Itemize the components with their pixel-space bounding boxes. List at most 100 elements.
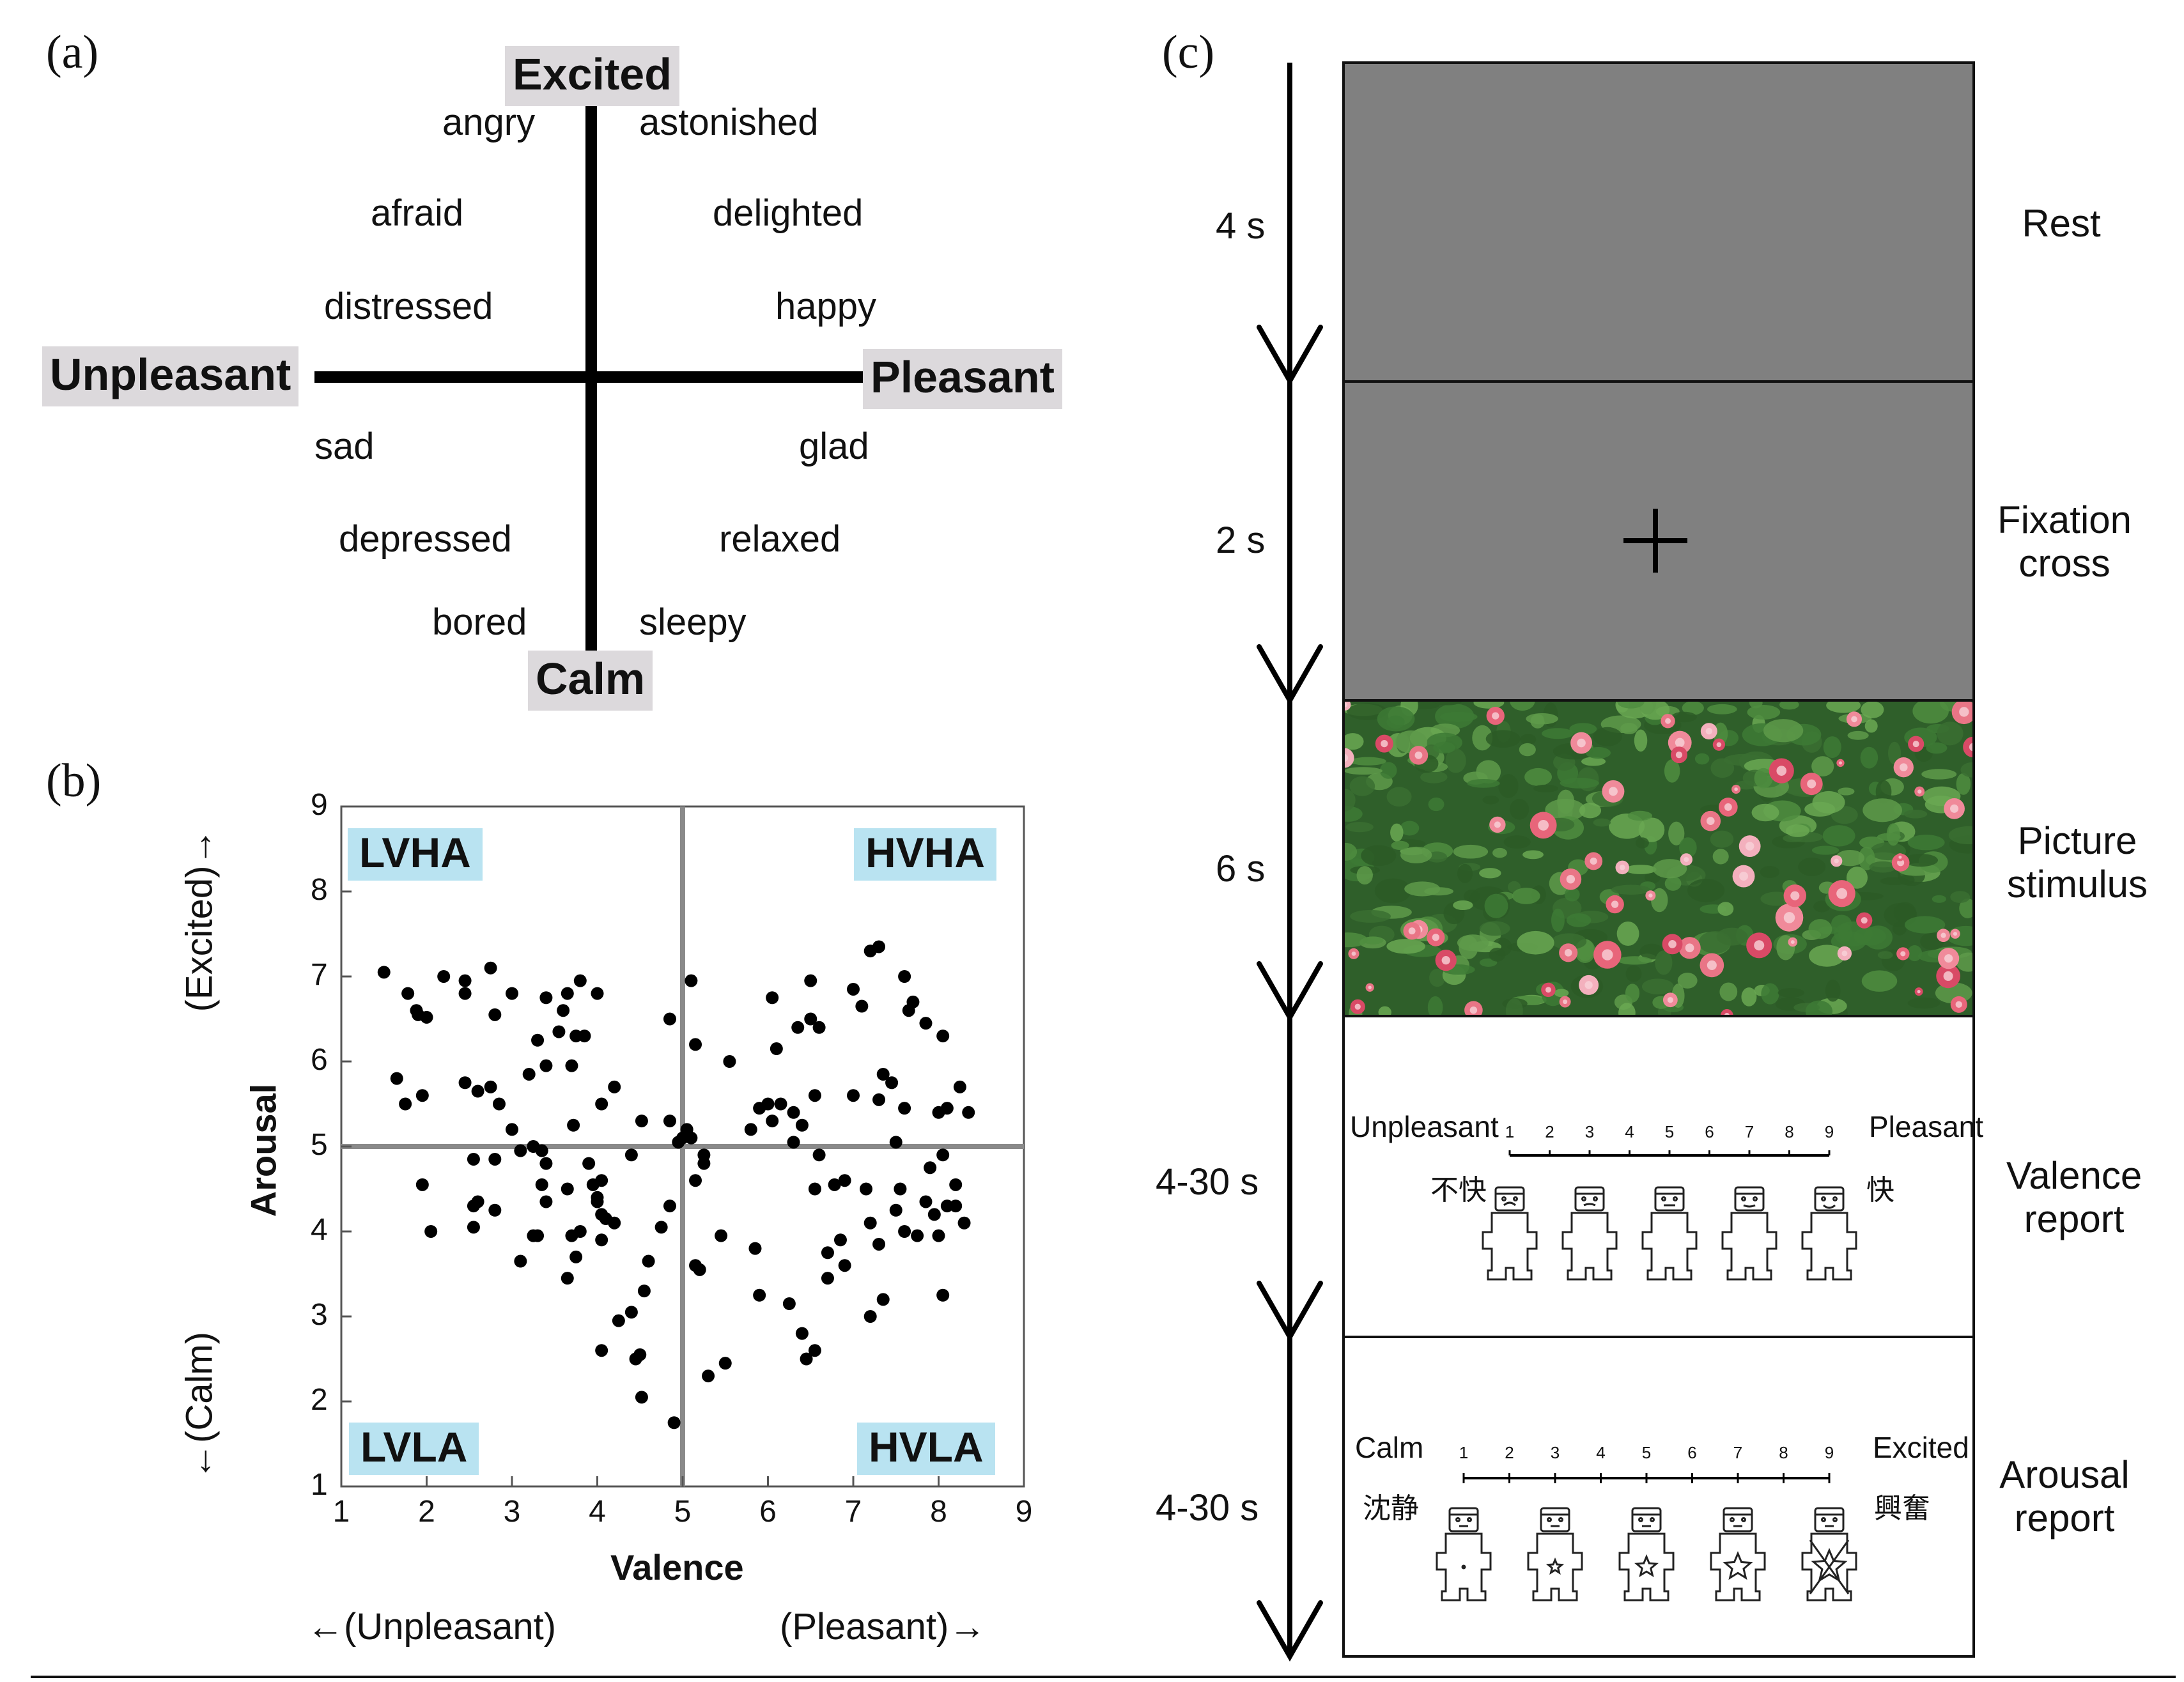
leaf [1751, 803, 1779, 822]
leaf [1655, 950, 1673, 975]
data-point [522, 1067, 536, 1081]
data-point [744, 1123, 757, 1136]
valence-unpleasant-cjk: 不快 [1430, 1175, 1487, 1206]
data-point [962, 1106, 975, 1119]
leaf [1445, 748, 1466, 773]
leaf [1687, 879, 1725, 902]
data-point [415, 1178, 429, 1191]
data-point [872, 1093, 886, 1106]
leaf [1551, 933, 1587, 950]
quadrant-hvha: HVHA [854, 828, 997, 881]
data-point [953, 1080, 966, 1093]
valence-pleasant-label: Pleasant [1869, 1110, 1984, 1143]
rose-center [1900, 951, 1906, 957]
leaf [1822, 825, 1855, 847]
leaf [1877, 833, 1901, 841]
data-point [591, 987, 604, 1000]
leaf [1847, 730, 1869, 740]
sam-manikin [1527, 1507, 1583, 1601]
leaf [1694, 753, 1710, 765]
leaf [1877, 951, 1893, 959]
rose-center [1611, 900, 1619, 908]
data-point [872, 940, 886, 953]
rose-center [1668, 939, 1677, 948]
x-tick-label: 5 [674, 1495, 692, 1529]
rose-center [1959, 707, 1969, 717]
stage-rest: Rest [2022, 202, 2101, 245]
valence-pleasant-cjk: 快 [1866, 1175, 1894, 1206]
picture-duration: 6 s [1216, 848, 1266, 890]
arousal-duration: 4-30 s [1156, 1487, 1259, 1529]
data-point [535, 1178, 548, 1191]
data-point [949, 1200, 963, 1213]
leaf [1386, 939, 1426, 954]
valence-scale-number: 1 [1505, 1122, 1515, 1141]
data-point [635, 1391, 648, 1404]
leaf [1921, 769, 1957, 780]
data-point [390, 1072, 403, 1085]
leaf [1956, 952, 1974, 972]
leaf [1503, 835, 1531, 849]
data-point [828, 1178, 841, 1191]
leaf [1498, 774, 1519, 798]
x-tick-label: 1 [332, 1495, 350, 1529]
leaf [1560, 778, 1599, 789]
x-axis-title: Valence [610, 1547, 744, 1587]
y-tick-label: 4 [311, 1213, 328, 1247]
rose-center [1563, 999, 1568, 1005]
leaf [1903, 810, 1928, 819]
data-point [399, 1097, 412, 1111]
sam-manikin [1641, 1186, 1698, 1281]
leaf [1345, 822, 1374, 833]
data-point [715, 1229, 728, 1242]
data-point [689, 1174, 702, 1187]
data-point [471, 1084, 484, 1098]
panel-c-label: (c) [1162, 26, 1215, 79]
data-point [612, 1314, 625, 1327]
data-point [808, 1344, 821, 1357]
leaf [1472, 725, 1493, 751]
leaf [1579, 803, 1602, 819]
emotion-delighted: delighted [713, 192, 864, 234]
leaf [1932, 895, 1946, 903]
leaf [1634, 729, 1648, 752]
rose-center [1381, 740, 1388, 748]
data-point [642, 1254, 655, 1268]
leaf [1950, 891, 1971, 903]
data-point [864, 1216, 877, 1230]
data-point [949, 1178, 963, 1191]
rose-flower [1344, 748, 1354, 768]
data-point [633, 1348, 647, 1361]
leaf [1664, 876, 1682, 891]
leaf [1377, 706, 1415, 732]
valence-scale-number: 7 [1744, 1122, 1754, 1141]
sam-manikin [1436, 1507, 1492, 1601]
leaf [1710, 758, 1735, 778]
arousal-scale-number: 1 [1459, 1443, 1469, 1462]
data-point [774, 1097, 787, 1111]
data-point [410, 1004, 423, 1017]
leaf [1427, 996, 1443, 1016]
leaf [1551, 908, 1565, 932]
data-point [535, 1144, 548, 1157]
leaf [1564, 887, 1580, 902]
data-point [561, 1182, 574, 1196]
data-point [808, 1182, 821, 1196]
rose-center [1432, 934, 1439, 941]
data-point [795, 1118, 809, 1132]
leaf [1569, 723, 1597, 736]
emotion-angry: angry [442, 102, 536, 143]
data-point [936, 1030, 950, 1043]
leaf [1747, 704, 1781, 720]
arousal-scale-number: 8 [1779, 1443, 1788, 1462]
data-point [492, 1097, 506, 1111]
data-point [876, 1293, 890, 1306]
leaf [1712, 849, 1729, 865]
data-point [932, 1106, 945, 1119]
data-point [458, 974, 472, 987]
leaf [1464, 890, 1480, 903]
data-point [672, 1136, 685, 1149]
leaf [1386, 787, 1412, 807]
rose-center [1675, 752, 1683, 759]
leaf [1763, 719, 1804, 743]
